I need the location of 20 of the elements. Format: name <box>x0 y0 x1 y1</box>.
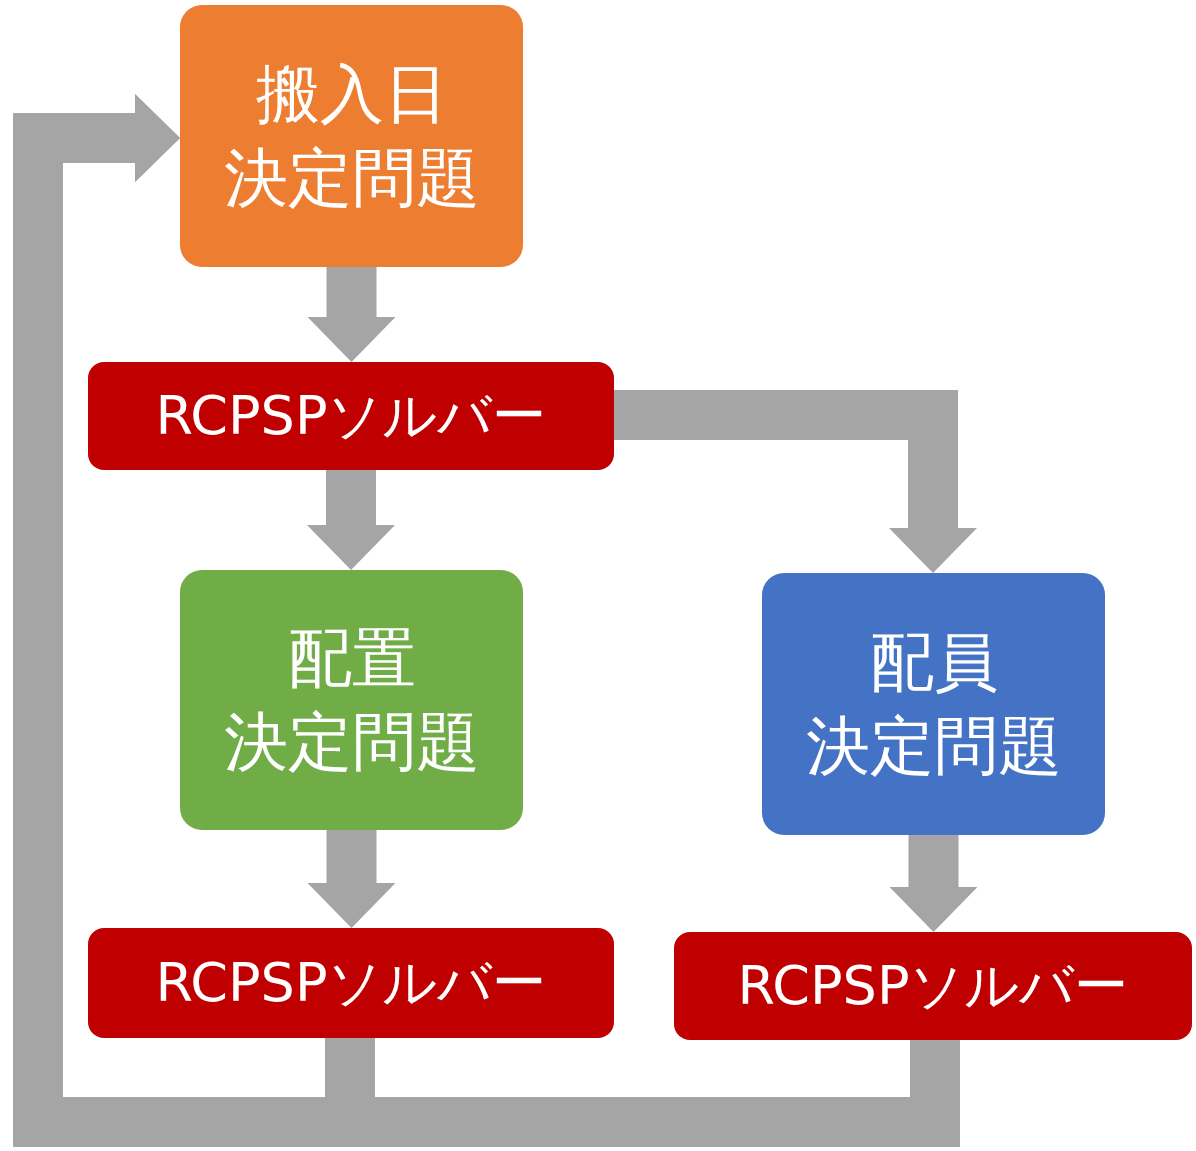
box-label: 決定問題 <box>223 143 480 214</box>
problem-box <box>180 5 523 267</box>
block-arrow <box>889 835 978 932</box>
box-label: 配置 <box>287 622 416 693</box>
box-label: 搬入日 <box>255 58 448 129</box>
problem-box <box>762 573 1105 835</box>
block-arrow <box>307 830 396 928</box>
block-arrow <box>614 390 977 573</box>
problem-box <box>180 570 523 830</box>
box-label: RCPSPソルバー <box>155 953 547 1013</box>
block-arrow <box>307 470 395 570</box>
solver-box <box>88 928 614 1038</box>
solver-box <box>674 932 1192 1040</box>
box-label: RCPSPソルバー <box>155 386 547 446</box>
box-label: RCPSPソルバー <box>737 956 1129 1016</box>
solver-box <box>88 362 614 470</box>
box-label: 決定問題 <box>223 707 480 778</box>
box-label: 配員 <box>869 626 998 697</box>
box-label: 決定問題 <box>805 711 1062 782</box>
block-arrow <box>307 267 396 362</box>
